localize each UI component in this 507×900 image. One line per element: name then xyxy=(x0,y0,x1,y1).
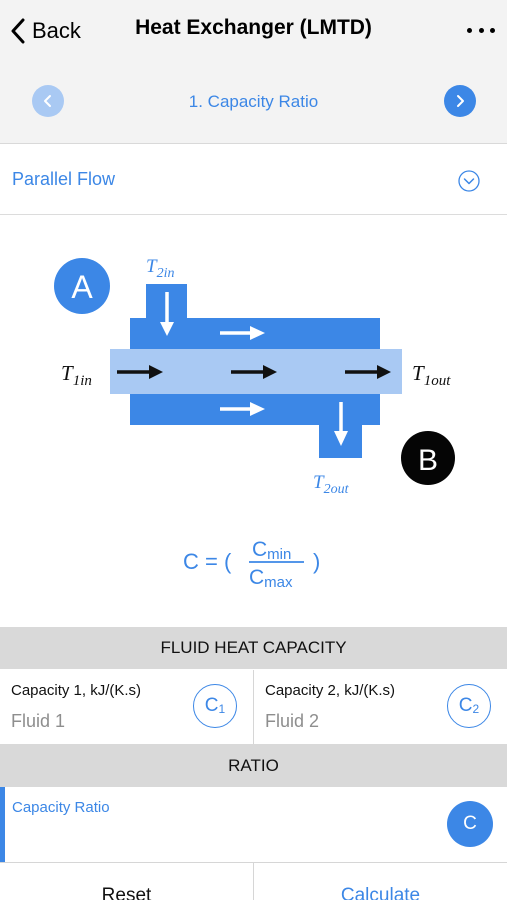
down-arrow-icon xyxy=(160,292,174,336)
capacity-ratio-field[interactable]: Capacity Ratio C xyxy=(0,787,507,863)
calculate-button[interactable]: Calculate xyxy=(254,863,507,900)
down-arrow-icon xyxy=(334,402,348,446)
right-arrow-icon xyxy=(220,402,265,416)
t1out-label: T1out xyxy=(412,361,451,389)
next-step-button[interactable] xyxy=(444,85,476,117)
marker-a-label: A xyxy=(71,269,93,305)
chevron-left-icon xyxy=(11,18,25,44)
capacity-ratio-label: Capacity Ratio xyxy=(12,799,110,816)
svg-text:): ) xyxy=(313,549,320,574)
capacity-2-input[interactable]: Fluid 2 xyxy=(265,711,320,731)
right-arrow-icon xyxy=(345,365,391,379)
back-button[interactable]: Back xyxy=(10,14,81,48)
t1in-label: T1in xyxy=(61,361,92,389)
chevron-down-icon[interactable] xyxy=(458,170,480,192)
capacity-2-label: Capacity 2, kJ/(K.s) xyxy=(265,682,396,699)
capacity-1-input[interactable]: Fluid 1 xyxy=(11,711,66,731)
flow-type-select[interactable]: Parallel Flow xyxy=(0,144,507,215)
step-navigator: 1. Capacity Ratio xyxy=(0,62,507,144)
reset-button[interactable]: Reset xyxy=(0,863,253,900)
svg-text:Cmax: Cmax xyxy=(249,566,293,591)
divider xyxy=(253,670,254,744)
t2out-label: T2out xyxy=(313,472,350,497)
marker-b xyxy=(401,431,455,485)
chevron-right-icon xyxy=(457,95,464,107)
svg-text:C = (: C = ( xyxy=(183,549,232,574)
active-field-indicator xyxy=(0,787,5,862)
navigation-bar: Back Heat Exchanger (LMTD) xyxy=(0,0,507,62)
capacity-ratio-formula: C = ( Cmin Cmax ) xyxy=(183,538,320,591)
marker-b-label: B xyxy=(418,444,438,477)
more-options-icon[interactable] xyxy=(467,19,495,41)
t2in-label: T2in xyxy=(146,256,174,281)
marker-a xyxy=(54,258,110,314)
flow-type-value: Parallel Flow xyxy=(12,169,116,189)
divider xyxy=(253,863,254,900)
back-label: Back xyxy=(32,18,81,43)
previous-step-button[interactable] xyxy=(32,85,64,117)
right-arrow-icon xyxy=(220,326,265,340)
svg-text:Cmin: Cmin xyxy=(252,538,291,563)
ratio-header: RATIO xyxy=(0,744,507,787)
right-arrow-icon xyxy=(231,365,277,379)
c-button[interactable]: C xyxy=(447,801,493,847)
right-arrow-icon xyxy=(117,365,163,379)
fluid-heat-capacity-header: FLUID HEAT CAPACITY xyxy=(0,627,507,669)
chevron-left-icon xyxy=(44,95,51,107)
page-title: Heat Exchanger (LMTD) xyxy=(135,16,372,39)
heat-exchanger-diagram: A B T2in T1in T1out T2out C = ( Cmin Cma… xyxy=(54,256,455,591)
capacity-1-label: Capacity 1, kJ/(K.s) xyxy=(11,682,142,699)
step-title: 1. Capacity Ratio xyxy=(188,92,319,111)
